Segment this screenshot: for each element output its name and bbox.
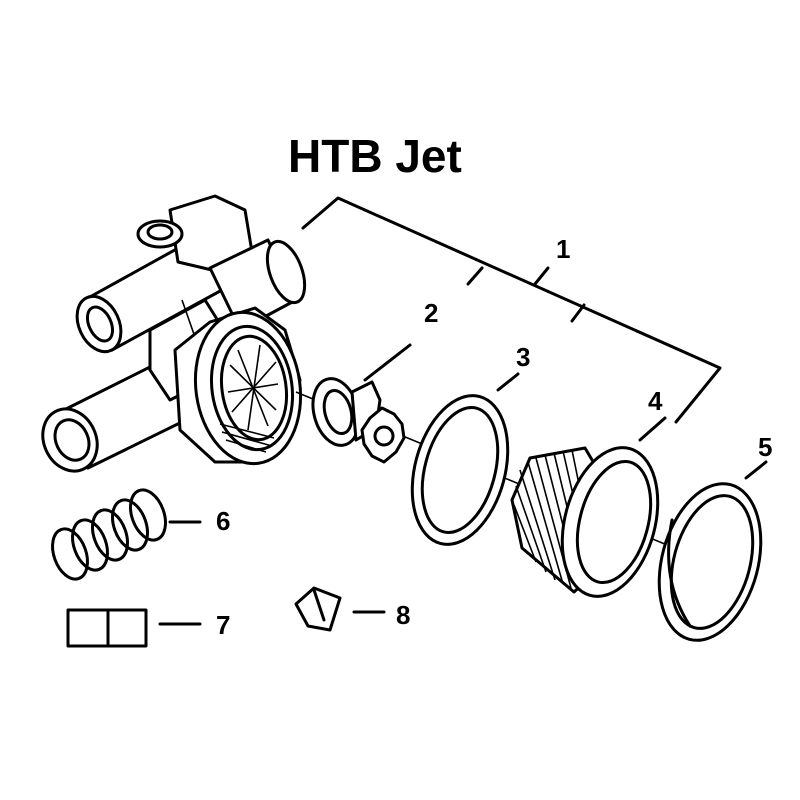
callout-1: 1 xyxy=(556,234,570,264)
callout-8: 8 xyxy=(396,600,410,630)
callout-7: 7 xyxy=(216,610,230,640)
diagram-title: HTB Jet xyxy=(288,130,462,182)
callout-2: 2 xyxy=(424,298,438,328)
part-6-spring xyxy=(51,488,202,581)
callout-3: 3 xyxy=(516,342,530,372)
part-4-wall-fitting xyxy=(510,416,667,598)
jet-body xyxy=(41,194,307,473)
callout-5: 5 xyxy=(758,432,772,462)
part-8-clip xyxy=(294,586,386,632)
part-5-trim-ring xyxy=(657,460,768,642)
assembly-bracket xyxy=(301,196,722,424)
part-3-gasket xyxy=(410,372,520,546)
callout-4: 4 xyxy=(648,386,663,416)
part-7-insert xyxy=(66,608,202,648)
callout-6: 6 xyxy=(216,506,230,536)
part-2-nozzle xyxy=(311,343,412,464)
